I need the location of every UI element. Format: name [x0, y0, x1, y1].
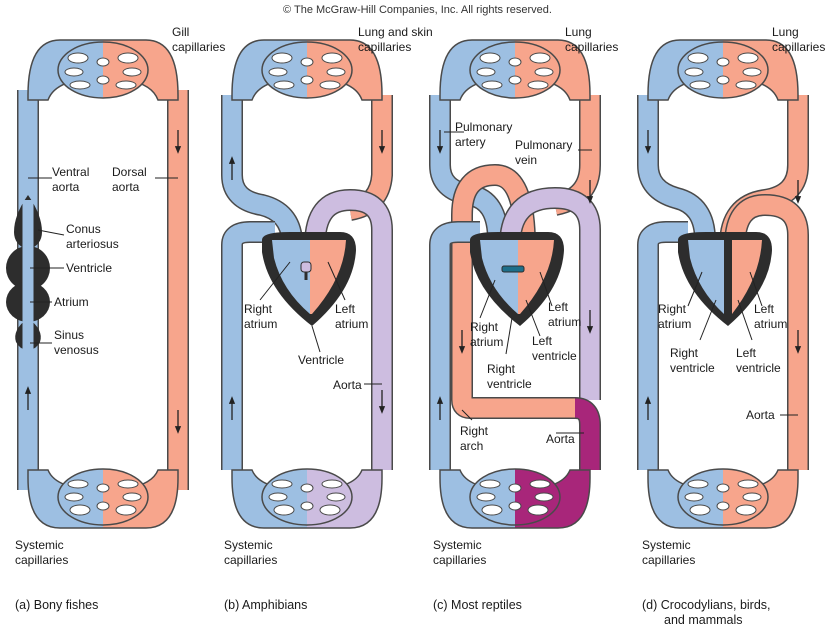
systemic-capillary-bed-c	[440, 469, 590, 528]
label-line: atrium	[335, 317, 368, 332]
label-aorta-d: Aorta	[746, 408, 775, 423]
label-line: Left	[532, 334, 577, 349]
label-line: Right	[670, 346, 715, 361]
label-lung-capillaries-c: Lung capillaries	[565, 25, 618, 55]
panel-a	[6, 40, 178, 528]
label-right-ventricle-d: Right ventricle	[670, 346, 715, 376]
label-line: atrium	[470, 335, 503, 350]
label-line: capillaries	[433, 553, 486, 568]
label-line: Pulmonary	[455, 120, 512, 135]
label-line: Right	[460, 424, 488, 439]
label-line: Left	[736, 346, 781, 361]
label-line: capillaries	[358, 40, 433, 55]
label-right-atrium-c: Right atrium	[470, 320, 503, 350]
label-line: Left	[335, 302, 368, 317]
label-line: atrium	[754, 317, 787, 332]
label-line: atrium	[548, 315, 581, 330]
label-systemic-capillaries-d: Systemic capillaries	[642, 538, 695, 568]
label-line: capillaries	[224, 553, 277, 568]
label-line: atrium	[658, 317, 691, 332]
label-line: Systemic	[224, 538, 277, 553]
caption-line: and mammals	[642, 613, 771, 628]
label-line: ventricle	[487, 377, 532, 392]
label-aorta-c: Aorta	[546, 432, 575, 447]
caption-a: (a) Bony fishes	[15, 598, 98, 613]
label-line: aorta	[52, 180, 89, 195]
label-line: Conus	[66, 222, 119, 237]
label-sinus-venosus: Sinus venosus	[54, 328, 99, 358]
label-right-atrium-d: Right atrium	[658, 302, 691, 332]
label-ventral-aorta: Ventral aorta	[52, 165, 89, 195]
label-line: capillaries	[642, 553, 695, 568]
label-lung-skin-capillaries: Lung and skin capillaries	[358, 25, 433, 55]
label-line: aorta	[112, 180, 147, 195]
label-right-arch: Right arch	[460, 424, 488, 454]
label-right-atrium-b: Right atrium	[244, 302, 277, 332]
label-left-atrium-c: Left atrium	[548, 300, 581, 330]
label-line: capillaries	[565, 40, 618, 55]
label-line: Right	[470, 320, 503, 335]
panel-b	[232, 40, 382, 528]
systemic-capillary-bed-a	[28, 469, 178, 528]
label-line: Sinus	[54, 328, 99, 343]
label-pulmonary-artery: Pulmonary artery	[455, 120, 512, 150]
label-systemic-capillaries-b: Systemic capillaries	[224, 538, 277, 568]
label-left-atrium-d: Left atrium	[754, 302, 787, 332]
label-lung-capillaries-d: Lung capillaries	[772, 25, 825, 55]
label-left-ventricle-d: Left ventricle	[736, 346, 781, 376]
fish-heart	[6, 195, 50, 350]
gill-capillary-bed	[28, 40, 178, 100]
label-line: Systemic	[642, 538, 695, 553]
label-line: Right	[658, 302, 691, 317]
panel-d	[648, 40, 798, 528]
label-line: Left	[548, 300, 581, 315]
label-systemic-capillaries-c: Systemic capillaries	[433, 538, 486, 568]
label-line: ventricle	[670, 361, 715, 376]
label-systemic-capillaries-a: Systemic capillaries	[15, 538, 68, 568]
label-line: arteriosus	[66, 237, 119, 252]
label-line: capillaries	[172, 40, 225, 55]
label-aorta-b: Aorta	[333, 378, 362, 393]
caption-d: (d) Crocodylians, birds, and mammals	[642, 598, 771, 628]
label-conus-arteriosus: Conus arteriosus	[66, 222, 119, 252]
label-line: Lung	[565, 25, 618, 40]
label-line: Lung	[772, 25, 825, 40]
panel-c	[440, 40, 592, 528]
label-line: vein	[515, 153, 572, 168]
label-line: Systemic	[15, 538, 68, 553]
caption-c: (c) Most reptiles	[433, 598, 522, 613]
label-line: Right	[244, 302, 277, 317]
label-line: Lung and skin	[358, 25, 433, 40]
label-gill-capillaries: Gill capillaries	[172, 25, 225, 55]
label-atrium-a: Atrium	[54, 295, 89, 310]
label-ventricle-a: Ventricle	[66, 261, 112, 276]
caption-b: (b) Amphibians	[224, 598, 307, 613]
label-line: arch	[460, 439, 488, 454]
label-line: Ventral	[52, 165, 89, 180]
label-line: capillaries	[772, 40, 825, 55]
label-line: Gill	[172, 25, 225, 40]
label-dorsal-aorta: Dorsal aorta	[112, 165, 147, 195]
label-line: Pulmonary	[515, 138, 572, 153]
label-line: artery	[455, 135, 512, 150]
label-pulmonary-vein: Pulmonary vein	[515, 138, 572, 168]
label-line: atrium	[244, 317, 277, 332]
label-line: ventricle	[736, 361, 781, 376]
systemic-capillary-bed-d	[648, 469, 798, 528]
label-ventricle-b: Ventricle	[298, 353, 344, 368]
caption-line: (d) Crocodylians, birds,	[642, 598, 771, 613]
label-line: Systemic	[433, 538, 486, 553]
label-line: venosus	[54, 343, 99, 358]
label-line: Left	[754, 302, 787, 317]
label-line: Right	[487, 362, 532, 377]
label-left-ventricle-c: Left ventricle	[532, 334, 577, 364]
label-line: ventricle	[532, 349, 577, 364]
label-line: capillaries	[15, 553, 68, 568]
label-left-atrium-b: Left atrium	[335, 302, 368, 332]
label-right-ventricle-c: Right ventricle	[487, 362, 532, 392]
label-line: Dorsal	[112, 165, 147, 180]
systemic-capillary-bed-b	[232, 469, 382, 528]
